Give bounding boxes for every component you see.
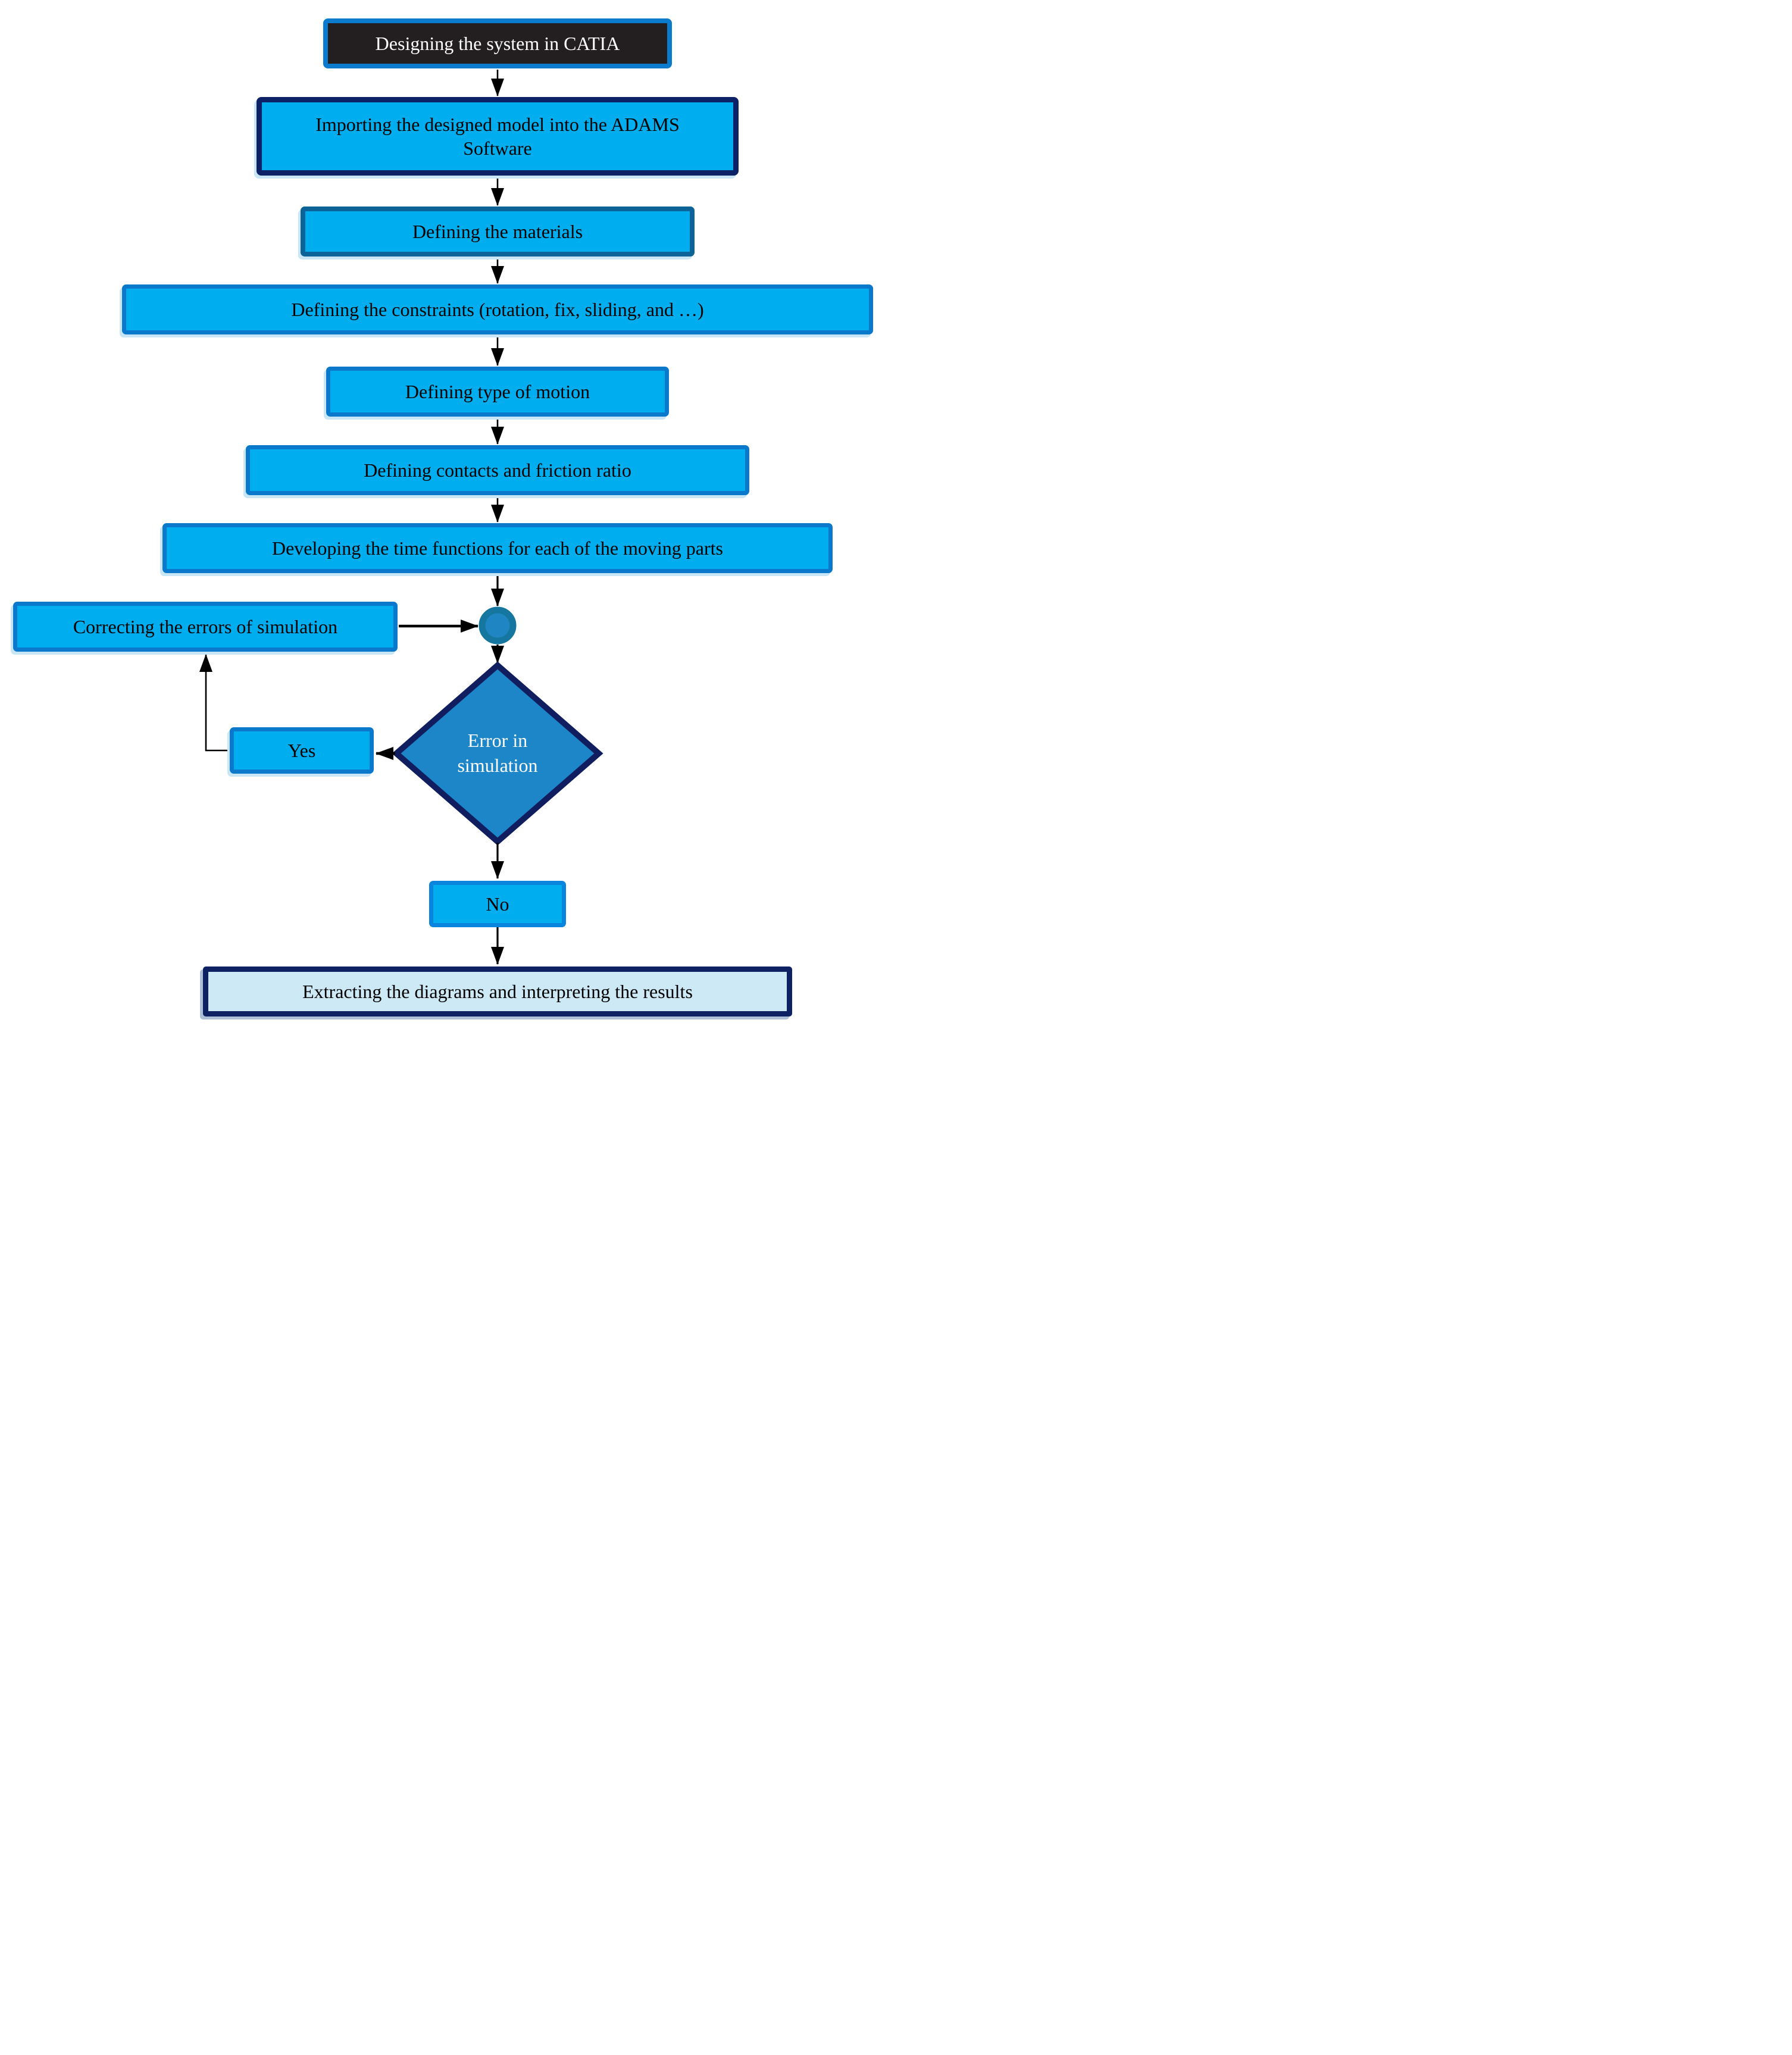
arrow-yes-to-correcting (199, 654, 230, 752)
node-label: Developing the time functions for each o… (271, 537, 723, 559)
flowchart-canvas: Designing the system in CATIA Importing … (0, 0, 896, 1028)
node-no: No (429, 881, 566, 927)
node-correcting-errors: Correcting the errors of simulation (13, 602, 398, 652)
node-label: Defining type of motion (405, 381, 590, 402)
node-defining-motion: Defining type of motion (326, 367, 669, 417)
node-import-adams: Importing the designed model into the AD… (257, 97, 739, 176)
node-defining-materials: Defining the materials (301, 207, 695, 257)
node-defining-constraints: Defining the constraints (rotation, fix,… (122, 284, 873, 334)
node-defining-contacts: Defining contacts and friction ratio (246, 445, 749, 495)
node-designing-catia: Designing the system in CATIA (323, 18, 672, 68)
node-label: Extracting the diagrams and interpreting… (302, 981, 693, 1002)
decision-label: Error in simulation (396, 709, 599, 797)
node-yes: Yes (230, 727, 374, 774)
node-label: Defining the constraints (rotation, fix,… (291, 299, 704, 320)
node-label: Designing the system in CATIA (375, 33, 620, 54)
node-label: Yes (287, 740, 316, 761)
node-label: No (486, 893, 509, 915)
node-label: Correcting the errors of simulation (73, 616, 338, 637)
node-label: Defining the materials (412, 221, 583, 242)
node-extracting-results: Extracting the diagrams and interpreting… (203, 966, 792, 1016)
node-label: Defining contacts and friction ratio (364, 459, 631, 481)
node-label: Error in simulation (457, 730, 538, 776)
node-label: Importing the designed model into the AD… (315, 114, 680, 159)
junction-connector (479, 606, 517, 645)
node-time-functions: Developing the time functions for each o… (162, 523, 833, 573)
